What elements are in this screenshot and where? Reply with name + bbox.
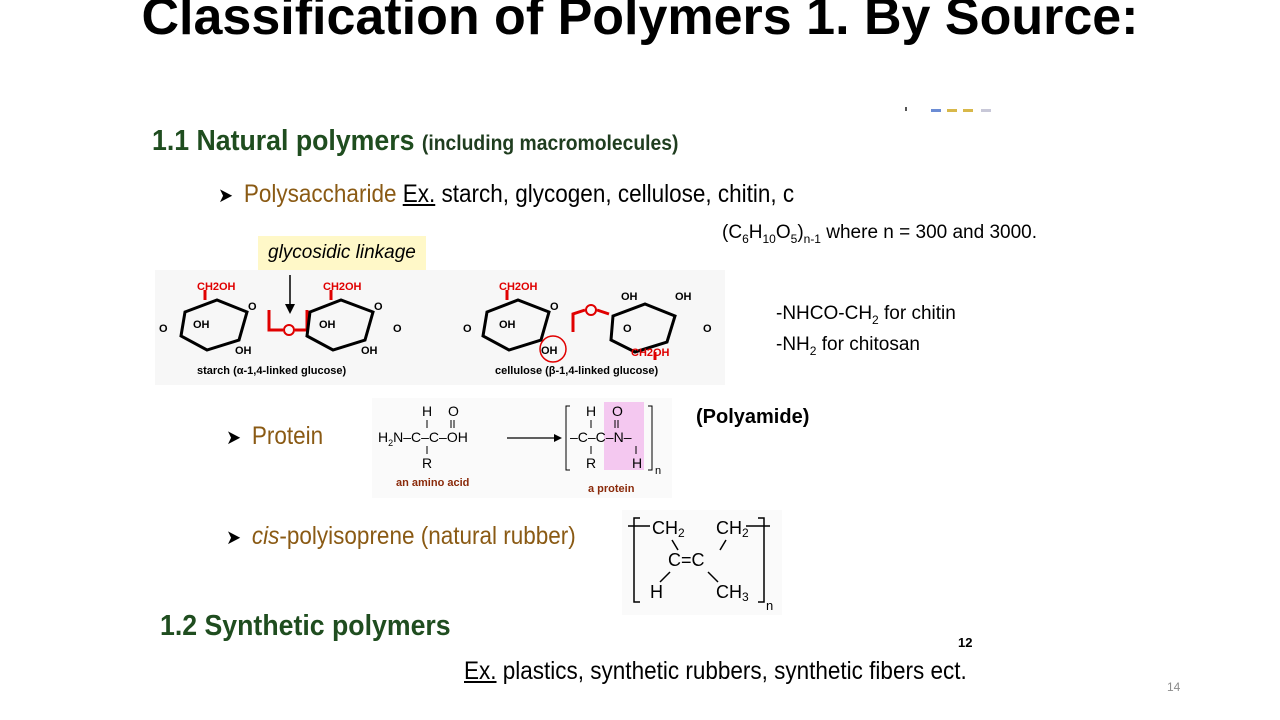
svg-text:R: R	[422, 455, 432, 471]
svg-text:C=C: C=C	[668, 550, 705, 570]
chitosan-tail: for chitosan	[821, 334, 920, 355]
protein-label: Protein	[251, 422, 324, 450]
chitin-tail: for chitin	[884, 303, 956, 324]
chitin-formula: -NHCO-CH2 for chitin	[776, 303, 956, 327]
cellulose-oh-2b: OH	[675, 291, 692, 303]
amino-acid-caption: an amino acid	[396, 477, 469, 489]
cellulose-left-o: O	[463, 323, 472, 335]
cellulose-o-ring-1: O	[550, 301, 559, 313]
cellulose-ring-1: CH2OH O OH OH O	[463, 281, 567, 363]
decorative-marks	[905, 107, 991, 112]
protein-caption: a protein	[588, 483, 635, 495]
starch-ch2oh-2: CH2OH	[323, 281, 362, 293]
svg-text:H2N–C–C–OH: H2N–C–C–OH	[378, 429, 468, 448]
starch-o-ring-1: O	[248, 301, 257, 313]
bullet-arrow-icon: ➤	[226, 427, 242, 449]
cellulose-caption-pre: cellulose (	[495, 365, 549, 377]
svg-text:H: H	[422, 403, 432, 419]
beta-oh-highlight	[539, 335, 567, 363]
starch-caption-post: -1,4-linked glucose)	[244, 365, 347, 377]
polysaccharide-ex-label: Ex.	[402, 180, 436, 208]
protein-structures: H2N–C–C–OH H O R –C–C–N– H O R H n an am…	[372, 398, 672, 498]
cellulose-caption-greek: β	[549, 365, 556, 377]
polysaccharide-label: Polysaccharide	[243, 180, 397, 208]
amide-highlight	[604, 402, 644, 470]
cellulose-ring-2: OH OH O CH2OH O	[609, 291, 712, 360]
formula-tail: where n = 300 and 3000.	[826, 222, 1038, 243]
starch-ring-1: CH2OH O OH OH O	[159, 281, 257, 357]
cellulose-o-ring-2: O	[623, 323, 632, 335]
starch-oh-2b: OH	[361, 345, 378, 357]
svg-text:–C–C–N–: –C–C–N–	[570, 429, 632, 445]
polysaccharide-formula: (C6H10O5)n-1 where n = 300 and 3000.	[722, 222, 1038, 246]
svg-text:H: H	[632, 455, 642, 471]
cellulose-oh-1b: OH	[541, 345, 558, 357]
inner-page-number: 12	[958, 635, 973, 650]
chitin-line: -NHCO-CH	[776, 303, 873, 324]
polyisoprene-structure: CH2 CH2 C=C H CH3 n	[622, 510, 782, 615]
svg-text:n: n	[655, 465, 661, 477]
svg-text:CH2: CH2	[652, 518, 685, 540]
rubber-label-italic: cis	[251, 522, 280, 550]
natural-heading-note: (including macromolecules)	[421, 132, 679, 155]
starch-left-o: O	[159, 323, 168, 335]
starch-right-o: O	[393, 323, 402, 335]
cellulose-ch2oh-1: CH2OH	[499, 281, 538, 293]
chitosan-formula: -NH2 for chitosan	[776, 334, 920, 358]
slide-title: Classification of Polymers 1. By Source:	[141, 0, 1139, 46]
glycosidic-linkage-label: glycosidic linkage	[258, 236, 426, 270]
cellulose-caption-post: -1,4-linked glucose)	[556, 365, 659, 377]
page-number: 14	[1167, 680, 1181, 694]
rubber-label-rest: -polyisoprene (natural rubber)	[279, 522, 576, 550]
starch-caption-pre: starch (	[197, 365, 237, 377]
starch-caption-greek: α	[237, 365, 244, 377]
bullet-arrow-icon: ➤	[226, 527, 242, 549]
polyamide-note: (Polyamide)	[696, 406, 810, 428]
polysaccharide-line: ➤ Polysaccharide Ex. starch, glycogen, ce…	[218, 180, 794, 209]
cellulose-oh-2a: OH	[621, 291, 638, 303]
cellulose-right-o: O	[703, 323, 712, 335]
svg-text:CH3: CH3	[716, 582, 749, 604]
polysaccharide-examples: starch, glycogen, cellulose, chitin, c	[441, 180, 795, 208]
chitosan-line: -NH	[776, 334, 810, 355]
starch-oh-1b: OH	[235, 345, 252, 357]
synthetic-examples-line: Ex. plastics, synthetic rubbers, synthet…	[464, 657, 967, 686]
natural-polymers-heading: 1.1 Natural polymers (including macromol…	[152, 125, 678, 158]
rubber-line: ➤ cis-polyisoprene (natural rubber)	[226, 522, 576, 551]
starch-oh-1a: OH	[193, 319, 210, 331]
svg-text:cellulose (β-1,4-linked glucos: cellulose (β-1,4-linked glucose)	[495, 365, 659, 377]
starch-ch2oh-1: CH2OH	[197, 281, 236, 293]
svg-text:O: O	[448, 403, 459, 419]
synthetic-ex-label: Ex.	[464, 657, 497, 685]
synthetic-polymers-heading: 1.2 Synthetic polymers	[160, 610, 451, 642]
svg-text:H: H	[650, 582, 663, 602]
svg-text:CH2: CH2	[716, 518, 749, 540]
starch-o-ring-2: O	[374, 301, 383, 313]
svg-text:O: O	[612, 403, 623, 419]
natural-heading-text: 1.1 Natural polymers	[152, 125, 415, 157]
svg-text:n: n	[766, 598, 773, 613]
cellulose-ch2oh-2: CH2OH	[631, 347, 670, 359]
synthetic-examples: plastics, synthetic rubbers, synthetic f…	[502, 657, 967, 685]
svg-text:H: H	[586, 403, 596, 419]
starch-oh-2a: OH	[319, 319, 336, 331]
polysaccharide-structures: CH2OH O OH OH O CH2OH O OH OH O CH2OH O …	[155, 270, 725, 385]
svg-text:starch (α-1,4-linked glucose): starch (α-1,4-linked glucose)	[197, 365, 347, 377]
protein-line: ➤ Protein	[226, 422, 323, 451]
cellulose-oh-1a: OH	[499, 319, 516, 331]
svg-text:R: R	[586, 455, 596, 471]
bullet-arrow-icon: ➤	[218, 185, 234, 207]
starch-ring-2: CH2OH O OH OH O	[305, 281, 402, 357]
